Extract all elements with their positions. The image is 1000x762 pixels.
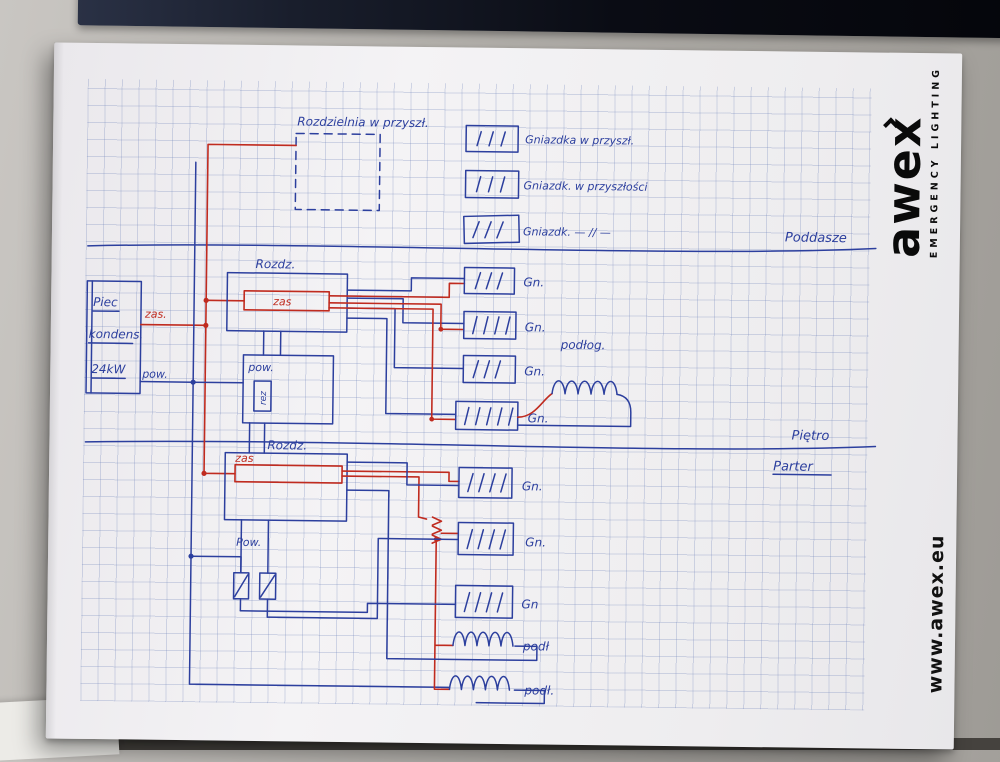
- legend-socket-box: [464, 215, 520, 243]
- boiler-supply-label: zas.: [144, 308, 167, 321]
- fuse-slash-marks: [235, 575, 275, 597]
- socket-pin-marks: [467, 530, 505, 549]
- reserve-module-label: rez: [259, 391, 269, 405]
- boiler-return-label: pow.: [141, 368, 168, 381]
- socket-label: Gn.: [525, 320, 546, 334]
- awex-logo-block: awex EMERGENCY LIGHTING: [880, 83, 942, 259]
- upper-return-label: pow.: [247, 361, 274, 374]
- desk-object-top: [78, 0, 1000, 39]
- lower-panel: Rozdz. zas Pow.: [223, 438, 347, 618]
- legend-label: Gniazdka w przyszł.: [525, 133, 634, 147]
- upper-panel: Rozdz. zas pow. rez: [225, 257, 347, 454]
- lower-floor-heating: podł podł.: [449, 632, 555, 698]
- first-floor-label: Piętro: [791, 429, 829, 444]
- lower-supply-label: zas: [234, 452, 254, 465]
- ground-floor-underline: [773, 474, 831, 475]
- lower-supply-busbar: [235, 465, 342, 483]
- coil-feed-riser: [434, 539, 454, 689]
- lower-panel-title: Rozdz.: [267, 438, 307, 452]
- socket-pin-marks: [477, 132, 505, 146]
- fuse-out-links: [240, 599, 267, 617]
- junction-dot: [203, 323, 208, 328]
- lower-sockets: Gn. Gn. Gn: [455, 467, 547, 618]
- brand-tagline: EMERGENCY LIGHTING: [929, 83, 942, 258]
- upper-panel-title: Rozdz.: [256, 257, 296, 271]
- socket-box: [455, 585, 512, 618]
- boiler-supply-wire: [141, 325, 206, 326]
- socket-label: Gn.: [524, 364, 545, 378]
- wiring-diagram: Rozdzielnia w przyszł. Gniazdka w przysz…: [46, 42, 962, 749]
- boiler-return-wire: [140, 382, 193, 383]
- brand-website: www.awex.eu: [924, 521, 948, 693]
- socket-box: [463, 356, 515, 384]
- socket-label: Gn.: [523, 275, 544, 289]
- awex-logo: awex: [880, 83, 928, 259]
- socket-pin-marks: [475, 273, 502, 289]
- panel-internal-links: [263, 331, 280, 355]
- wire: [347, 277, 464, 291]
- junction-dot: [201, 471, 206, 476]
- wire: [346, 318, 457, 414]
- upper-supply-label: zas: [272, 295, 292, 308]
- floor-heating-label: podłog.: [560, 338, 606, 353]
- socket-pin-marks: [464, 593, 502, 612]
- junction-dot: [191, 380, 196, 385]
- boiler: Piec kondens. 24kW zas. pow.: [86, 281, 169, 394]
- socket-pin-marks: [465, 408, 513, 426]
- heating-coil: [552, 381, 617, 395]
- socket-pin-marks: [473, 317, 510, 334]
- legend-label: Gniazdk. w przyszłości: [523, 179, 647, 194]
- wire: [329, 303, 464, 330]
- wire: [346, 308, 464, 368]
- graph-paper-sheet: Rozdzielnia w przyszł. Gniazdka w przysz…: [46, 42, 962, 749]
- wire: [240, 602, 455, 614]
- floor-heating-label: podł.: [523, 683, 554, 697]
- lower-circuit-wires-red: [339, 471, 459, 689]
- wire: [347, 462, 459, 485]
- lower-panel-return-wire: [191, 556, 241, 573]
- legend: Gniazdka w przyszł. Gniazdk. w przyszłoś…: [463, 126, 648, 246]
- legend-label: Gniazdk. — // —: [523, 225, 611, 239]
- return-riser: [189, 162, 455, 687]
- attic-label: Poddasze: [785, 230, 847, 246]
- socket-label: Gn.: [525, 535, 546, 549]
- awex-logo-text: awex: [876, 115, 932, 258]
- junction-dot: [188, 554, 193, 559]
- socket-box: [458, 522, 513, 555]
- legend-socket-box: [466, 126, 518, 153]
- future-panel: Rozdzielnia w przyszł.: [295, 114, 429, 211]
- socket-label: Gn: [521, 597, 538, 611]
- return-feeder-blue: [136, 162, 455, 688]
- socket-pin-marks: [473, 361, 500, 378]
- boiler-line3: 24kW: [91, 362, 126, 376]
- wire: [347, 298, 464, 323]
- upper-panel-return-wire: [193, 382, 243, 383]
- wire: [341, 476, 427, 519]
- future-panel-box: [295, 133, 380, 210]
- boiler-line2: kondens.: [89, 327, 144, 342]
- boiler-line1: Piec: [93, 295, 118, 309]
- socket-pin-marks: [473, 222, 503, 238]
- junction-dot: [438, 327, 443, 332]
- ground-floor-label: Parter: [773, 459, 814, 475]
- heating-coil: [453, 632, 513, 646]
- wire: [267, 537, 458, 619]
- lower-return-label: Pow.: [236, 536, 261, 549]
- lower-circuit-wires-blue: [239, 461, 547, 704]
- heating-coil: [449, 676, 509, 690]
- panel-riser-links: [249, 423, 264, 453]
- future-panel-label: Rozdzielnia w przyszł.: [297, 114, 429, 130]
- legend-socket-box: [465, 171, 518, 199]
- upper-circuit-wires-red: [328, 282, 465, 422]
- junction-dot: [429, 417, 434, 422]
- socket-pin-marks: [476, 177, 504, 192]
- floor-heating-label: podł: [522, 639, 550, 653]
- socket-pin-marks: [468, 474, 506, 492]
- upper-sockets: Gn. Gn. Gn. Gn.: [456, 267, 551, 430]
- socket-box: [456, 401, 518, 430]
- socket-label: Gn.: [522, 479, 543, 493]
- junction-dot: [204, 298, 209, 303]
